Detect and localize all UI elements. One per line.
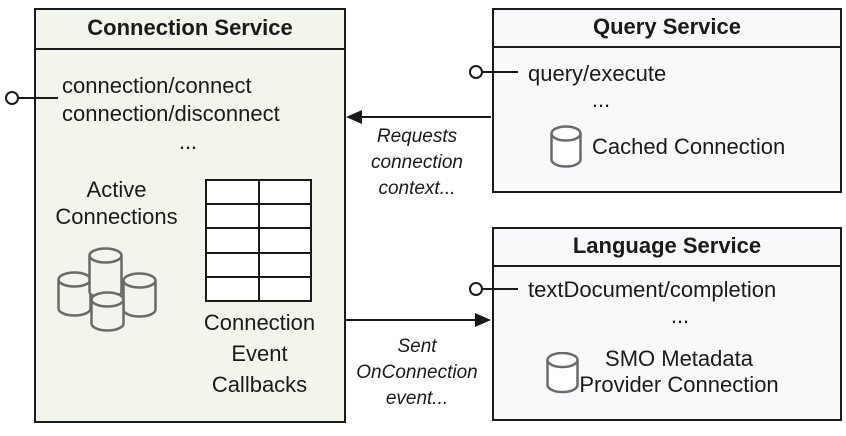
requests-connection-context-annotation: Requests connection context... (371, 126, 463, 199)
database-icon (546, 352, 579, 394)
connection-event-callbacks-label: Connection Event Callbacks (203, 310, 316, 397)
database-cluster-icon (57, 247, 157, 332)
method-textdocument-completion: textDocument/completion (528, 277, 777, 302)
ellipsis: ... (591, 87, 611, 112)
arrow-right-icon (346, 313, 491, 327)
language-service-title: Language Service (494, 229, 840, 267)
database-icon (550, 125, 582, 168)
sent-onconnection-event-annotation: Sent OnConnection event... (356, 336, 478, 409)
connection-service-title: Connection Service (36, 10, 344, 50)
connection-service-box: Connection Service connection/connect co… (34, 8, 346, 423)
query-service-methods: query/execute ... (528, 61, 674, 113)
method-connection-disconnect: connection/disconnect (62, 101, 280, 126)
ellipsis: ... (670, 303, 690, 328)
table-grid-icon (205, 179, 312, 302)
arrow-left-icon (346, 110, 491, 124)
language-service-box: Language Service textDocument/completion… (492, 227, 842, 421)
query-service-box: Query Service query/execute ... Cached C… (492, 8, 842, 193)
cached-connection-label: Cached Connection (592, 134, 786, 159)
ellipsis: ... (178, 129, 198, 154)
connection-service-methods: connection/connect connection/disconnect… (62, 72, 314, 156)
language-service-methods: textDocument/completion ... (528, 277, 832, 329)
method-query-execute: query/execute (528, 61, 667, 86)
smo-metadata-provider-connection-label: SMO Metadata Provider Connection (579, 346, 779, 397)
query-service-title: Query Service (494, 10, 840, 48)
method-connection-connect: connection/connect (62, 73, 252, 98)
active-connections-label: Active Connections (55, 177, 178, 229)
